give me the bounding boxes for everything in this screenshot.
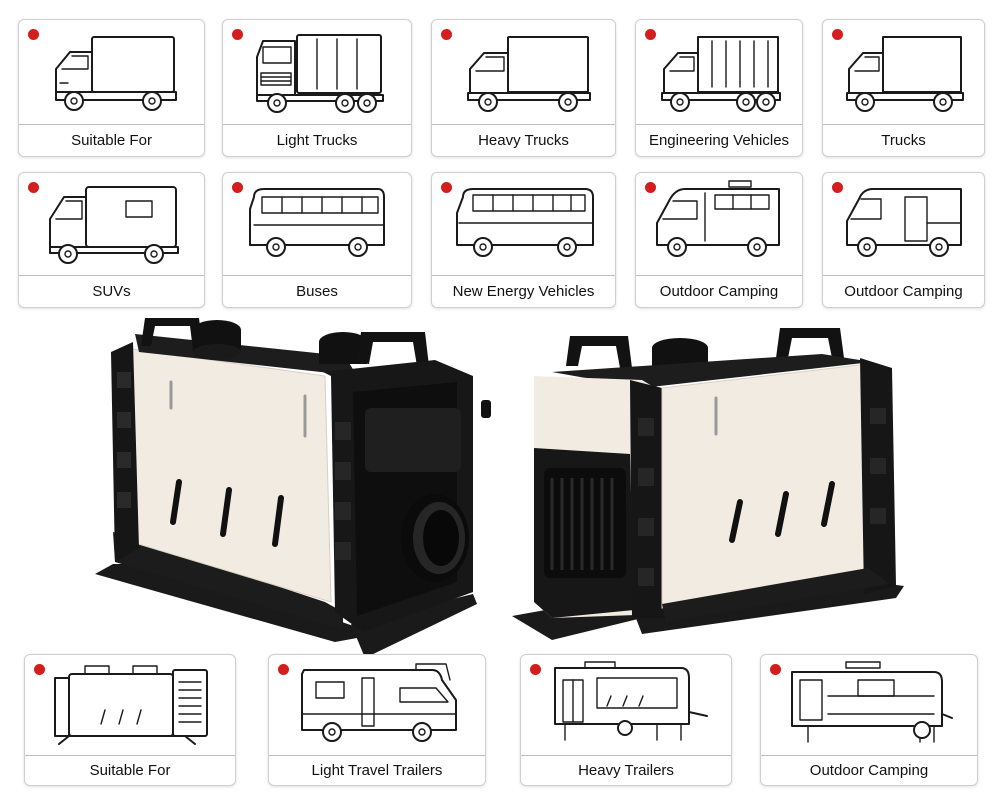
semi-truck-icon <box>256 34 384 113</box>
vehicle-card-suitable-for-heater: Suitable For <box>24 654 236 786</box>
card-label: Heavy Trailers <box>521 755 731 785</box>
card-label: Buses <box>223 275 411 307</box>
motorhome-icon <box>301 663 457 742</box>
vehicle-card-light-trucks: Light Trucks <box>222 19 412 157</box>
vehicle-card-heavy-trailers: Heavy Trailers <box>520 654 732 786</box>
red-dot-icon <box>441 29 452 40</box>
vehicle-card-new-energy-vehicles: New Energy Vehicles <box>431 172 616 308</box>
red-dot-icon <box>770 664 781 675</box>
camper-van-icon <box>656 180 780 257</box>
card-label: New Energy Vehicles <box>432 275 615 307</box>
red-dot-icon <box>28 29 39 40</box>
red-dot-icon <box>645 29 656 40</box>
red-dot-icon <box>232 29 243 40</box>
card-label: Light Trucks <box>223 124 411 156</box>
heater-unit-icon <box>54 665 208 745</box>
red-dot-icon <box>34 664 45 675</box>
red-dot-icon <box>530 664 541 675</box>
card-label: Outdoor Camping <box>761 755 977 785</box>
card-label: Outdoor Camping <box>636 275 802 307</box>
red-dot-icon <box>232 182 243 193</box>
vehicle-card-light-travel-trailers: Light Travel Trailers <box>268 654 486 786</box>
red-dot-icon <box>832 182 843 193</box>
vehicle-card-heavy-trucks: Heavy Trucks <box>431 19 616 157</box>
box-truck-icon <box>54 36 177 111</box>
cargo-van-icon <box>845 188 962 257</box>
vehicle-card-suvs: SUVs <box>18 172 205 308</box>
card-label: Outdoor Camping <box>823 275 984 307</box>
engineering-truck-icon <box>661 36 781 112</box>
vehicle-card-engineering-vehicles: Engineering Vehicles <box>635 19 803 157</box>
red-dot-icon <box>278 664 289 675</box>
card-label: Suitable For <box>19 124 204 156</box>
travel-trailer-icon <box>554 661 708 741</box>
camping-trailer-icon <box>791 661 953 743</box>
red-dot-icon <box>645 182 656 193</box>
card-label: Trucks <box>823 124 984 156</box>
card-label: SUVs <box>19 275 204 307</box>
coach-bus-icon <box>455 188 594 257</box>
diesel-heater-front-image <box>95 318 491 658</box>
vehicle-card-buses: Buses <box>222 172 412 308</box>
bus-icon <box>249 188 385 257</box>
red-dot-icon <box>28 182 39 193</box>
vehicle-card-outdoor-camping-cargo: Outdoor Camping <box>822 172 985 308</box>
card-label: Light Travel Trailers <box>269 755 485 785</box>
truck-icon <box>845 36 964 112</box>
vehicle-card-trucks: Trucks <box>822 19 985 157</box>
vehicle-card-outdoor-camping-van: Outdoor Camping <box>635 172 803 308</box>
camper-truck-icon <box>48 186 179 264</box>
diesel-heater-rear-image <box>512 328 904 640</box>
red-dot-icon <box>441 182 452 193</box>
vehicle-card-outdoor-camping-trailer: Outdoor Camping <box>760 654 978 786</box>
heavy-truck-icon <box>466 36 591 112</box>
red-dot-icon <box>832 29 843 40</box>
vehicle-card-suitable-for: Suitable For <box>18 19 205 157</box>
card-label: Engineering Vehicles <box>636 124 802 156</box>
card-label: Suitable For <box>25 755 235 785</box>
card-label: Heavy Trucks <box>432 124 615 156</box>
